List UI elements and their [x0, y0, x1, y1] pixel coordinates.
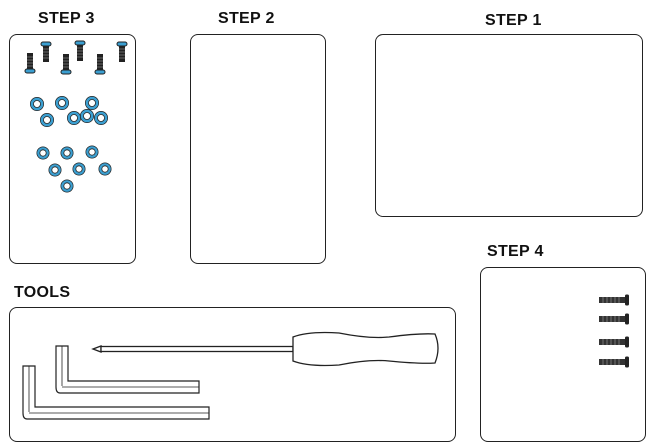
step1-panel: [375, 34, 643, 217]
step1-label: STEP 1: [485, 12, 542, 29]
washer-icon: [84, 144, 100, 160]
screwdriver-icon: [91, 331, 439, 367]
washer-icon: [39, 112, 55, 128]
bolt-icon: [598, 356, 630, 368]
screw-icon: [116, 41, 128, 63]
hex-key-icon: [55, 345, 200, 394]
bolt-icon: [598, 336, 630, 348]
screw-icon: [74, 40, 86, 62]
washer-icon: [97, 161, 113, 177]
step3-parts: [24, 40, 128, 194]
washer-icon: [79, 108, 95, 124]
washer-icon: [66, 110, 82, 126]
step3-label: STEP 3: [38, 10, 95, 27]
washer-icon: [35, 145, 51, 161]
screw-icon: [24, 52, 36, 74]
washer-icon: [84, 95, 100, 111]
washer-icon: [71, 161, 87, 177]
bolt-icon: [598, 294, 630, 306]
step4-label: STEP 4: [487, 243, 544, 260]
tools-label: TOOLS: [14, 284, 71, 301]
washer-icon: [29, 96, 45, 112]
step4-parts: [598, 294, 630, 368]
hex-key-icon: [22, 365, 210, 420]
step2-label: STEP 2: [218, 10, 275, 27]
washer-icon: [59, 145, 75, 161]
bolt-icon: [598, 313, 630, 325]
step2-panel: [190, 34, 326, 264]
washer-icon: [93, 110, 109, 126]
washer-icon: [59, 178, 75, 194]
screw-icon: [94, 53, 106, 75]
washer-icon: [54, 95, 70, 111]
step4-panel: [480, 267, 646, 442]
tools-art: [22, 331, 439, 420]
screw-icon: [40, 41, 52, 63]
screw-icon: [60, 53, 72, 75]
washer-icon: [47, 162, 63, 178]
